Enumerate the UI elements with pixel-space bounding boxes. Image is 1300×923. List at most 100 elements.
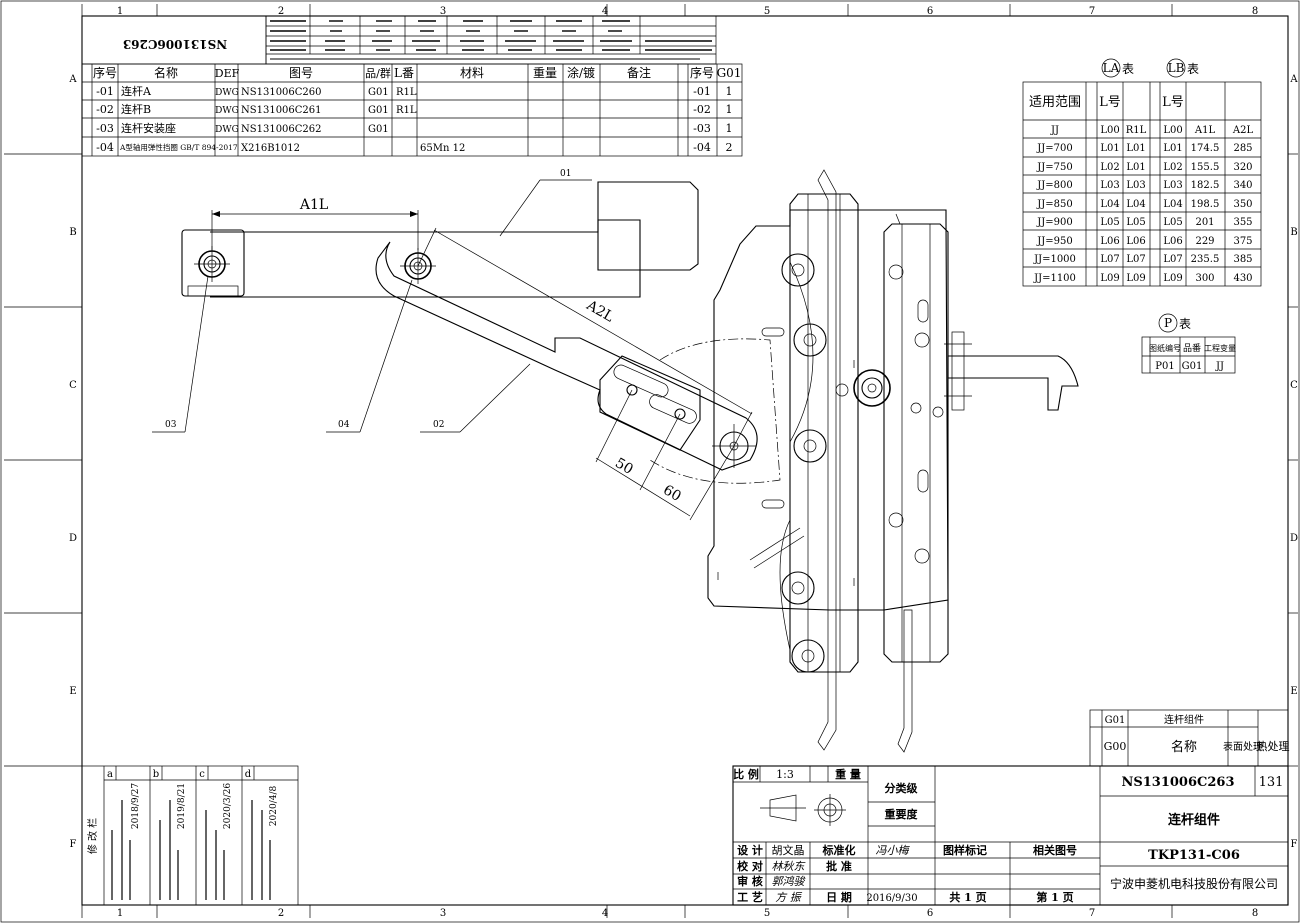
zone-row-f-left: F (70, 839, 77, 850)
tb-part-name: 连杆组件 (1168, 812, 1220, 828)
tb-sheet-code: 131 (1259, 775, 1284, 790)
ph-remark: 备注 (627, 65, 651, 80)
tb-scale-label: 比 例 (733, 767, 759, 781)
cell: L02 (1100, 162, 1119, 173)
la-circle (1101, 58, 1121, 78)
ph-name: 名称 (154, 65, 178, 80)
row-def: DWG (215, 106, 239, 116)
zone-col-3-bottom: 3 (440, 908, 446, 919)
rev-mark-b: b (153, 769, 159, 780)
p-title: P (1164, 316, 1172, 330)
cell: 300 (1195, 273, 1214, 284)
tb-process-label: 工 艺 (737, 890, 763, 904)
lb-title: LB (1168, 61, 1185, 75)
row-no2: -02 (693, 103, 711, 116)
rev-mark-a: a (107, 769, 113, 780)
zone-row-b-right: B (1290, 227, 1297, 238)
lb-suffix: 表 (1187, 62, 1199, 76)
table-row: -01 连杆A DWG NS131006C260 G01 R1L -01 1 (96, 84, 732, 98)
lb-col-l00: L00 (1163, 125, 1182, 136)
row-no2: -04 (693, 141, 711, 154)
row-no: -02 (96, 103, 114, 116)
zone-row-e-right: E (1290, 686, 1297, 697)
ph-no: 序号 (93, 65, 117, 80)
row-lban: R1L (396, 105, 417, 116)
cell: L06 (1163, 236, 1182, 247)
balloon-02: 02 (433, 420, 444, 430)
row-name: 连杆A (121, 84, 152, 98)
row-drawing: X216B1012 (241, 143, 300, 154)
cell: L05 (1126, 217, 1145, 228)
cell: JJ=950 (1036, 236, 1072, 247)
name-box-g00: G00 (1104, 740, 1127, 753)
zone-row-c-right: C (1290, 380, 1298, 391)
zone-col-5-bottom: 5 (764, 908, 770, 919)
tb-importance-label: 重要度 (885, 807, 919, 821)
name-box-g01: G01 (1105, 715, 1126, 726)
la-col-r1l: R1L (1126, 125, 1147, 136)
tb-design-label: 设 计 (737, 843, 763, 857)
row-lban: R1L (396, 87, 417, 98)
slot-plate (599, 355, 701, 451)
row-name: A型轴用弹性挡圈 GB/T 894-2017 (119, 142, 238, 152)
ph-def: DEF (215, 67, 240, 80)
mechanism-base-plate (707, 209, 949, 611)
p-table: P 表 图纸编号 品番 工程变量 P01 G01 JJ (1141, 313, 1236, 374)
tb-class-label: 分类级 (885, 781, 919, 795)
p-cell-part: G01 (1182, 361, 1203, 372)
cell: L07 (1163, 254, 1182, 265)
tb-drawing-no: NS131006C263 (1121, 775, 1234, 790)
zone-row-e-left: E (69, 686, 76, 697)
dim-60: 60 (660, 482, 683, 505)
cell: 340 (1233, 180, 1252, 191)
zone-row-a-right: A (1289, 74, 1298, 85)
taper-icon (769, 794, 797, 822)
name-box-heat: 热处理 (1257, 740, 1290, 753)
table-row: -04 A型轴用弹性挡圈 GB/T 894-2017 X216B1012 65M… (96, 141, 732, 154)
tb-total-pages: 共 1 页 (949, 890, 986, 904)
zone-ticks (4, 4, 1298, 918)
tb-check-name: 林秋东 (772, 860, 807, 873)
fastener-marks (717, 213, 901, 586)
row-name: 连杆B (121, 102, 151, 116)
swing-arc (649, 338, 781, 484)
ph-no2: 序号 (690, 65, 714, 80)
parts-table-headers: 序号 名称 DEF 图号 品/群 L番 材料 重量 涂/镀 备注 序号 G01 (93, 65, 741, 80)
zone-row-c-left: C (69, 380, 77, 391)
tb-company: 宁波申菱机电科技股份有限公司 (1110, 876, 1278, 891)
dim-a2l: A2L (583, 297, 616, 326)
cell: L05 (1100, 217, 1119, 228)
cell: 355 (1233, 217, 1252, 228)
ph-lban: L番 (394, 66, 414, 80)
row-group: G01 (368, 87, 389, 98)
la-lb-table: LA 表 LB 表 适用范围 L号 L号 JJ L00 R1L L00 A1L … (1022, 58, 1262, 287)
rev-date-b: 2019/8/21 (177, 783, 187, 829)
ph-drawing: 图号 (289, 66, 313, 80)
cell: 385 (1233, 254, 1252, 265)
cell: JJ=800 (1036, 180, 1072, 191)
cell: L07 (1100, 254, 1119, 265)
name-box-surface: 表面处理 (1223, 740, 1263, 753)
row-qty: 1 (726, 85, 733, 98)
la-range-header: 适用范围 (1029, 95, 1081, 110)
p-head-var: 工程变量 (1204, 343, 1236, 353)
cell: 375 (1233, 236, 1252, 247)
p-head-part: 品番 (1183, 342, 1201, 354)
cell: 155.5 (1191, 162, 1220, 173)
lb-lno-header: L号 (1162, 95, 1184, 110)
cell: 201 (1195, 217, 1214, 228)
row-def: DWG (215, 88, 239, 98)
cell: JJ=750 (1036, 162, 1072, 173)
row-drawing: NS131006C261 (241, 105, 322, 116)
tb-check-label: 校 对 (737, 859, 763, 873)
balloon-01: 01 (560, 169, 571, 179)
zone-col-2-top: 2 (278, 6, 284, 17)
zone-col-7-top: 7 (1089, 6, 1095, 17)
right-rail-pins (888, 264, 944, 564)
